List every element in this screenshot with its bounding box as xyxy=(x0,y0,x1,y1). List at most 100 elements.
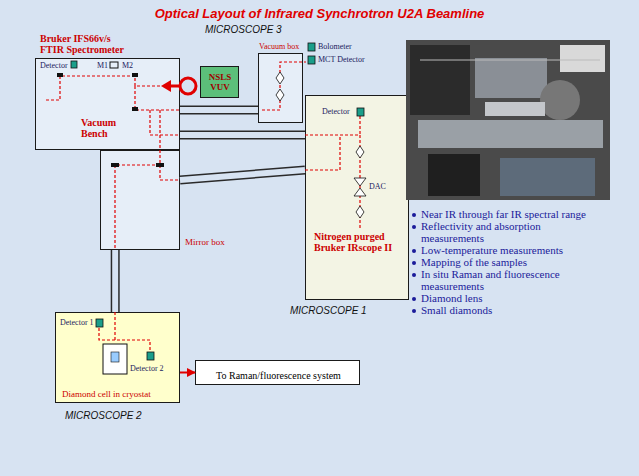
feature-text: Low-temperature measurements xyxy=(421,244,563,256)
photo-part xyxy=(485,102,545,116)
label-holder: MICROSCOPE 1 xyxy=(290,305,367,316)
diamond-anvil xyxy=(354,178,366,186)
tube-bore xyxy=(180,107,258,113)
text-holder: NSLS VUV xyxy=(206,72,234,92)
feature-text: In situ Raman and fluorescence measureme… xyxy=(421,268,604,292)
beam-path xyxy=(99,327,115,340)
box-text: Diamond cell in cryostat xyxy=(62,389,151,399)
microscope-box: Nitrogen purged Bruker IRscope II xyxy=(305,95,409,300)
mirror-symbol xyxy=(156,163,164,167)
section-title: MICROSCOPE 1 xyxy=(290,305,367,316)
part-label: Detector xyxy=(322,107,350,116)
photo-ground xyxy=(406,40,610,200)
diagram-title: Optical Layout of Infrared Synchrotron U… xyxy=(155,6,485,21)
photo-part xyxy=(560,45,605,72)
part-label: MCT Detector xyxy=(318,55,365,64)
lens-symbol xyxy=(276,89,284,101)
list-item: Near IR through far IR spectral range xyxy=(412,208,604,220)
list-item: Reflectivity and absorption measurements xyxy=(412,220,604,244)
feature-text: Diamond lens xyxy=(421,292,482,304)
text-holder: To Raman/fluorescence system xyxy=(196,365,361,383)
mirror-symbol xyxy=(132,107,138,111)
feature-text: Small diamonds xyxy=(421,304,492,316)
beam-tube xyxy=(115,250,116,312)
list-item: Low-temperature measurements xyxy=(412,244,604,256)
detector-icon xyxy=(71,61,77,68)
list-item: Mapping of the samples xyxy=(412,256,604,268)
box-text: Vacuum Bench xyxy=(81,117,129,139)
tube-bore xyxy=(112,250,118,312)
bullet-dot xyxy=(412,225,416,229)
mirror-symbol xyxy=(110,62,118,68)
source-box: NSLS VUV xyxy=(200,66,239,98)
label-holder: Detector 1 xyxy=(60,318,94,327)
photo-part xyxy=(475,58,547,98)
lens-symbol xyxy=(356,146,364,158)
list-item: In situ Raman and fluorescence measureme… xyxy=(412,268,604,292)
bullet-dot xyxy=(412,297,416,301)
label-holder: M1 xyxy=(97,61,108,70)
detector-icon xyxy=(357,108,364,116)
arrow-line xyxy=(180,372,195,374)
bullet-dot xyxy=(412,309,416,313)
label-holder: M2 xyxy=(122,61,133,70)
lens-symbol xyxy=(356,206,364,218)
mirror-symbol xyxy=(57,73,63,77)
text-holder: Vacuum box xyxy=(259,42,299,51)
beam-path xyxy=(305,135,340,170)
label-holder: MICROSCOPE 3 xyxy=(205,24,282,35)
photo-part xyxy=(428,154,480,196)
process-box: To Raman/fluorescence system xyxy=(195,360,360,385)
box-text: Nitrogen purged Bruker IRscope II xyxy=(314,231,404,253)
bullet-dot xyxy=(412,249,416,253)
mirror-symbols xyxy=(57,73,164,167)
title-holder: Optical Layout of Infrared Synchrotron U… xyxy=(0,4,639,22)
text-holder: Vacuum Bench xyxy=(81,117,129,139)
beam-tube xyxy=(180,109,258,110)
text-holder: Nitrogen purged Bruker IRscope II xyxy=(314,231,404,253)
diamond-cell-symbol xyxy=(111,352,119,362)
text-holder: Bruker IFS66v/s FTIR Spectrometer xyxy=(40,33,130,55)
tube-bore xyxy=(180,132,305,138)
part-label: Bolometer xyxy=(318,42,352,51)
part-label: Detector xyxy=(40,61,68,70)
label-holder: Detector xyxy=(40,61,68,70)
beam-path xyxy=(160,165,180,180)
beamline-photo xyxy=(406,40,610,200)
tube-wall xyxy=(180,131,305,140)
photo-part xyxy=(500,158,595,196)
detector-icon xyxy=(308,43,315,51)
photo-part xyxy=(418,120,603,148)
detector-icon xyxy=(96,319,103,327)
label-holder: DAC xyxy=(369,182,386,191)
label-holder: Detector 2 xyxy=(130,364,164,373)
beam-path xyxy=(115,110,160,250)
part-label: Detector 1 xyxy=(60,318,94,327)
photo-part xyxy=(410,45,470,115)
tube-wall xyxy=(180,170,305,180)
mirror-symbol xyxy=(111,163,119,167)
tube-wall xyxy=(180,105,258,114)
diamond-anvil xyxy=(354,188,366,196)
label-holder: Bolometer xyxy=(318,42,352,51)
feature-text: Reflectivity and absorption measurements xyxy=(421,220,604,244)
part-label: M2 xyxy=(122,61,133,70)
beam-path xyxy=(135,86,180,110)
lens-symbols xyxy=(276,72,366,218)
beam-path xyxy=(262,62,306,110)
spectrometer-box: Bruker IFS66v/s FTIR SpectrometerVacuum … xyxy=(35,58,180,150)
feature-list: Near IR through far IR spectral rangeRef… xyxy=(412,208,604,316)
box-heading: Vacuum box xyxy=(259,42,299,51)
label-holder: MICROSCOPE 2 xyxy=(65,410,142,421)
label-holder: Detector xyxy=(322,107,350,116)
part-label: M1 xyxy=(97,61,108,70)
bullet-dot xyxy=(412,213,416,217)
lens-symbol xyxy=(276,72,284,84)
photo-part xyxy=(420,60,600,61)
beam-tube xyxy=(180,170,305,180)
cryostat-symbol xyxy=(103,344,127,374)
synchrotron-source xyxy=(180,78,196,94)
detector-icon xyxy=(308,56,315,64)
text-holder: Diamond cell in cryostat xyxy=(62,389,151,399)
detector-icon xyxy=(147,352,154,360)
